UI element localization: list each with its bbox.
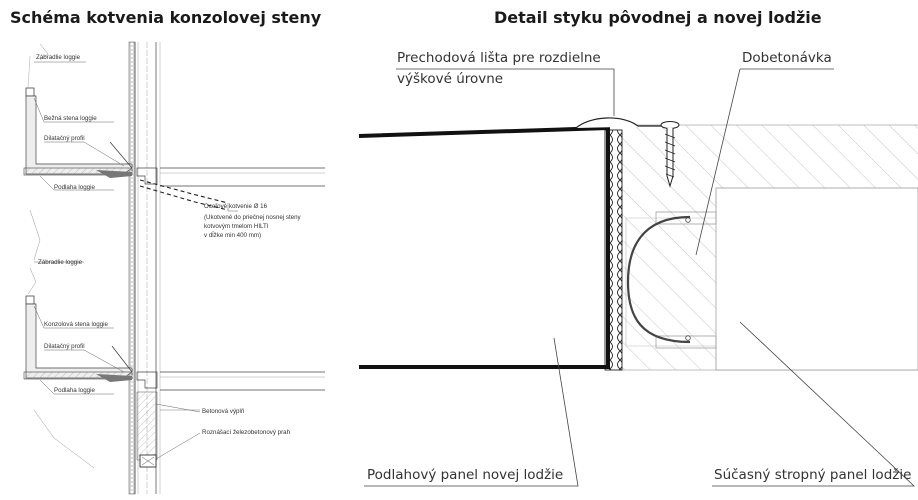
label-expansion-profile-upper: Dilatačný profil (44, 135, 85, 142)
label-standard-wall: Bežná stena loggie (44, 115, 97, 122)
floor-slab-upper (136, 167, 325, 187)
label-railing-upper: Zábradlie loggie (36, 54, 81, 61)
label-railing-lower: Zábradlie loggie (38, 259, 83, 266)
current-ceiling-panel (715, 187, 918, 371)
label-anchor-3: kotvovým tmelom HILTI (204, 223, 269, 230)
new-floor-panel (358, 125, 610, 369)
label-anchor-2: (Ukotvené do priečnej nosnej steny (204, 214, 302, 221)
label-cantilever-wall: Konzolová stena loggie (44, 321, 109, 328)
transition-strip (575, 117, 662, 129)
left-diagram-title: Schéma kotvenia konzolovej steny (10, 8, 322, 27)
loggia-lower (23, 267, 133, 469)
loggia-upper (23, 43, 133, 261)
label-grout-fill: Dobetonávka (742, 50, 832, 66)
label-concrete-fill: Betonová výplň (202, 408, 245, 415)
right-joint-detail: Prechodová lišta pre rozdielne výškové ú… (358, 50, 918, 487)
floor-slab-lower (136, 371, 325, 391)
label-anchor-1: Oceľové kotvenie Ø 16 (204, 203, 268, 210)
steel-anchor (139, 179, 229, 211)
label-anchor-4: v dĺžke min 400 mm) (204, 232, 261, 239)
label-floor-upper: Podlaha loggie (54, 184, 95, 191)
label-current-ceiling-panel: Súčasný stropný panel lodžie (714, 467, 911, 483)
label-rc-threshold: Roznášací železobetonový prah (202, 429, 291, 436)
left-anchoring-schema: Zábradlie loggie Bežná stena loggie Dila… (23, 41, 325, 495)
label-transition-strip-1: Prechodová lišta pre rozdielne (397, 50, 601, 66)
right-leader-lines (364, 68, 916, 487)
connecting-bar (626, 215, 691, 344)
screw (660, 121, 680, 188)
label-floor-lower: Podlaha loggie (54, 387, 95, 394)
label-expansion-profile-lower: Dilatačný profil (44, 343, 85, 350)
right-diagram-title: Detail styku pôvodnej a novej lodžie (494, 8, 822, 27)
left-leader-lines (33, 61, 238, 460)
label-new-floor-panel: Podlahový panel novej lodžie (367, 467, 563, 483)
concrete-fill (136, 391, 200, 468)
label-transition-strip-2: výškové úrovne (397, 71, 503, 87)
